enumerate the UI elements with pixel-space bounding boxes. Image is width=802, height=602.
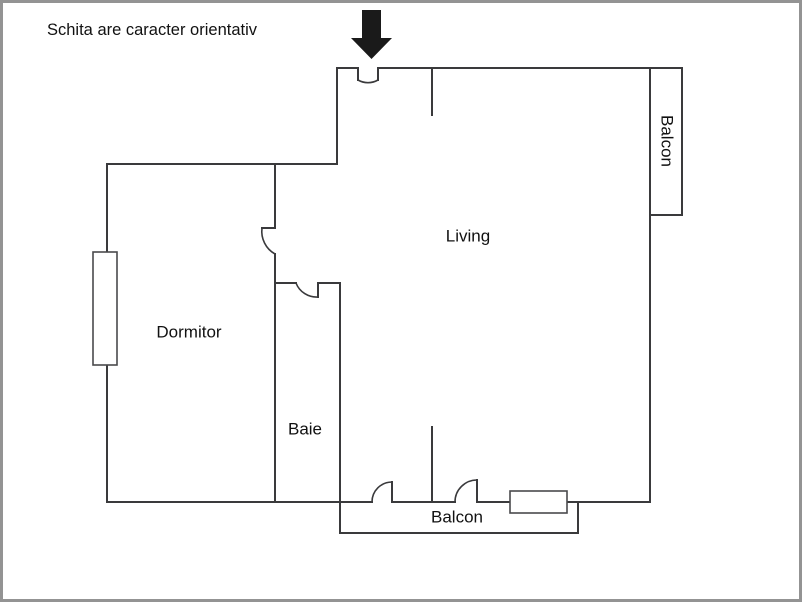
entrance-direction-arrow [351, 10, 392, 59]
baie-walls-group [274, 282, 341, 503]
room-label-living: Living [446, 226, 490, 245]
living-walls-group [336, 67, 683, 503]
baie-door-swing-arc [295, 282, 319, 298]
room-label-balcon-right: Balcon [658, 115, 677, 167]
arrow-glyph [351, 10, 392, 59]
orientation-note: Schita are caracter orientativ [47, 21, 258, 39]
balcon-bottom-railing [339, 501, 579, 534]
dormitor-door-swing-arc [260, 227, 276, 255]
room-label-balcon-bottom: Balcon [431, 507, 483, 526]
balcon-door2-swing-arc [454, 479, 478, 503]
balcon-bottom-group [339, 479, 651, 534]
balcon-window-bottom [509, 490, 568, 514]
entrance-door-swing-arc [357, 79, 379, 84]
room-label-baie: Baie [288, 419, 322, 438]
room-label-dormitor: Dormitor [156, 322, 222, 341]
dormitor-walls-group [92, 163, 338, 503]
balcon-door1-swing-arc [371, 481, 393, 503]
dormitor-window-left [92, 251, 118, 366]
